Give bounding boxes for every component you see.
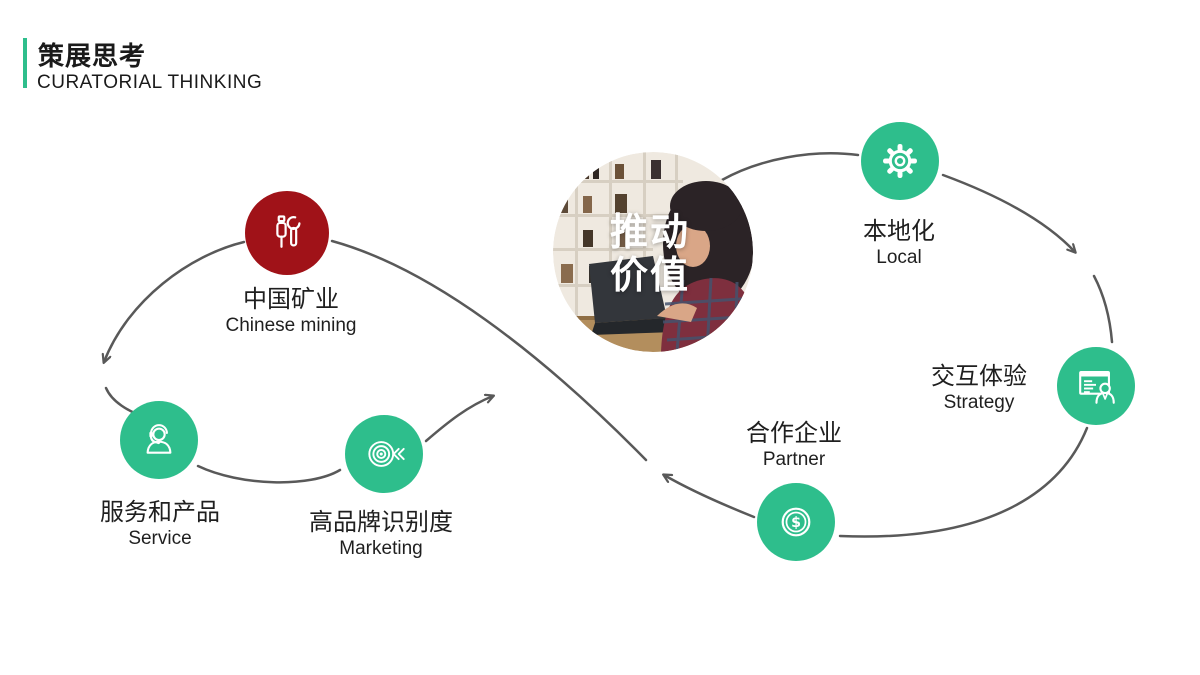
label-service-en: Service <box>128 527 192 549</box>
tools-icon <box>276 215 301 248</box>
label-local-en: Local <box>876 246 922 268</box>
label-mining-en: Chinese mining <box>225 314 357 336</box>
center-photo <box>553 152 753 352</box>
title-accent-bar <box>23 38 27 88</box>
label-local: 本地化 Local <box>863 218 935 269</box>
gear-icon <box>883 144 917 178</box>
node-service-circle <box>120 401 198 479</box>
arrow-local-to-strategy <box>941 173 1075 252</box>
label-marketing-zh: 高品牌识别度 <box>309 509 453 536</box>
dollar-coin-icon: $ <box>781 507 811 537</box>
curve-center-to-local <box>720 152 860 182</box>
headset-icon <box>146 424 172 454</box>
label-strategy-zh: 交互体验 <box>931 363 1027 390</box>
node-mining-circle <box>245 191 329 275</box>
label-strategy-en: Strategy <box>943 391 1015 413</box>
page-subtitle: CURATORIAL THINKING <box>37 72 263 93</box>
label-partner: 合作企业 Partner <box>746 420 842 471</box>
label-local-zh: 本地化 <box>863 218 935 245</box>
arrow-partner-to-center <box>664 475 756 519</box>
arrow-mining-to-service <box>104 240 246 362</box>
node-marketing-circle <box>345 415 423 493</box>
label-partner-zh: 合作企业 <box>746 420 842 447</box>
label-marketing-en: Marketing <box>339 537 423 559</box>
label-marketing: 高品牌识别度 Marketing <box>309 509 453 560</box>
arrow-marketing-to-center <box>424 396 493 443</box>
photo-illustration <box>553 152 753 352</box>
presentation-icon <box>1079 371 1115 404</box>
node-local-circle <box>861 122 939 200</box>
target-icon <box>368 441 405 467</box>
label-mining: 中国矿业 Chinese mining <box>226 286 357 337</box>
curve-strategy-to-partner <box>838 426 1089 538</box>
label-mining-zh: 中国矿业 <box>243 286 339 313</box>
label-service: 服务和产品 Service <box>100 499 220 550</box>
arrow-local-to-strategy-tail <box>1092 274 1114 344</box>
node-partner-circle: $ <box>757 483 835 561</box>
page-title: 策展思考 <box>38 41 147 71</box>
node-strategy-circle <box>1057 347 1135 425</box>
label-strategy: 交互体验 Strategy <box>931 363 1027 414</box>
label-service-zh: 服务和产品 <box>100 499 220 526</box>
arrow-service-to-marketing <box>196 464 342 484</box>
label-partner-en: Partner <box>762 448 826 470</box>
svg-text:$: $ <box>791 515 801 531</box>
